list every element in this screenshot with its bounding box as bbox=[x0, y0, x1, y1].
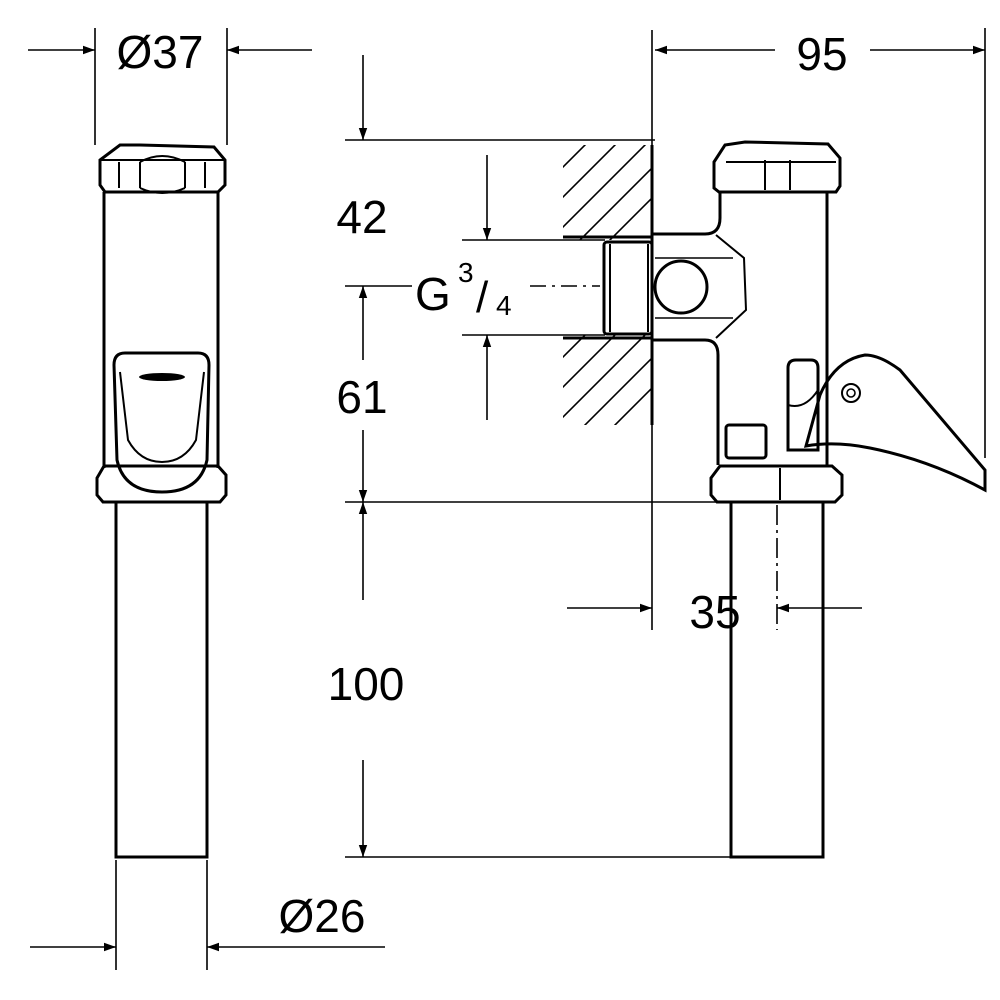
dim-top-diameter bbox=[28, 28, 312, 145]
dim-label-42: 42 bbox=[336, 191, 387, 243]
indicator-window bbox=[724, 423, 768, 460]
dim-label-95: 95 bbox=[796, 28, 847, 80]
flush-lever bbox=[803, 353, 987, 493]
dim-label-35: 35 bbox=[689, 586, 740, 638]
side-lower-nut bbox=[709, 464, 844, 504]
dim-label-tube-diameter: Ø26 bbox=[279, 890, 366, 942]
front-tube bbox=[114, 502, 209, 859]
lever-slot bbox=[786, 358, 820, 452]
side-view bbox=[602, 140, 987, 859]
side-top-nut bbox=[712, 140, 842, 194]
dim-overall-depth bbox=[655, 28, 986, 458]
thread-slash: / bbox=[476, 273, 489, 322]
vertical-dimensions bbox=[345, 55, 730, 858]
thread-numerator: 3 bbox=[458, 257, 474, 288]
inlet-port bbox=[653, 259, 709, 315]
dim-label-61: 61 bbox=[336, 371, 387, 423]
front-view bbox=[95, 143, 228, 859]
side-body bbox=[652, 192, 829, 465]
front-push-button bbox=[112, 351, 211, 494]
thread-denominator: 4 bbox=[496, 290, 512, 321]
side-tube bbox=[729, 502, 825, 859]
thread-prefix: G bbox=[415, 268, 451, 320]
front-body bbox=[102, 192, 220, 468]
lever-pivot-icon bbox=[841, 383, 861, 403]
dim-label-top-diameter: Ø37 bbox=[117, 26, 204, 78]
dim-label-100: 100 bbox=[328, 658, 405, 710]
inlet-fitting bbox=[602, 240, 654, 336]
dim-tube-diameter bbox=[30, 860, 385, 970]
thread-label: G 3 / 4 bbox=[415, 257, 512, 322]
front-lower-nut bbox=[95, 464, 228, 504]
dim-wall-to-axis bbox=[567, 505, 862, 630]
brand-logo bbox=[139, 373, 185, 381]
